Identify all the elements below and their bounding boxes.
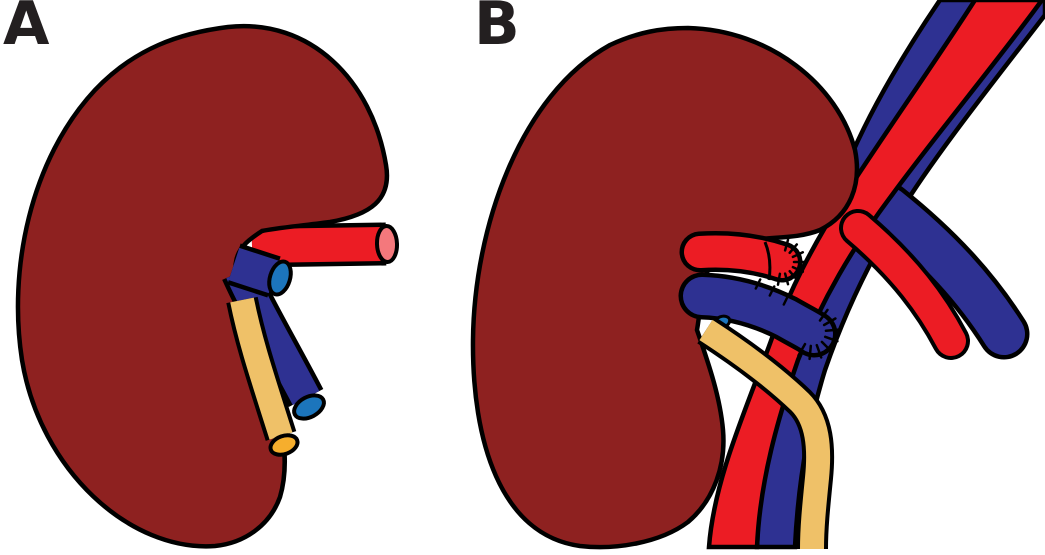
transplant-ureter [699, 319, 831, 550]
renal-artery [251, 227, 387, 263]
renal-artery-graft [684, 235, 798, 278]
artery-anastomosis-junction-line [763, 241, 772, 281]
renal-vein-graft [683, 277, 833, 353]
renal-vein [228, 247, 280, 294]
ureter [230, 297, 293, 440]
panel-b-label: B [474, 0, 520, 59]
renal-vein-branch-cut-end [292, 393, 326, 421]
iliac-artery-branch [843, 213, 966, 356]
artery-anastomosis-stitches [776, 238, 807, 286]
panel-a-label: A [3, 0, 50, 59]
vein-anastomosis-stitches [754, 278, 841, 361]
renal-vein-cut-end [267, 259, 293, 297]
panel-b-transplanted-kidney [470, 0, 1045, 550]
panel-a-native-kidney [15, 23, 400, 549]
kidney-a [15, 23, 390, 549]
renal-artery-cut-end [374, 224, 400, 264]
kidney-b [470, 25, 860, 550]
iliac-vein-branch [867, 187, 1025, 355]
ureter-cut-end [268, 433, 300, 457]
